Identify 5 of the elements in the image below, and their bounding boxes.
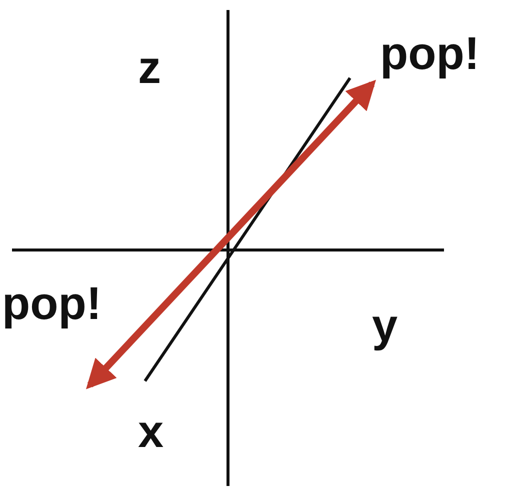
axis-label: y xyxy=(372,302,398,348)
axis-label: x xyxy=(138,408,164,454)
axis-label: pop! xyxy=(2,280,102,326)
axis-label: z xyxy=(138,44,161,90)
axis-label: pop! xyxy=(380,30,480,76)
